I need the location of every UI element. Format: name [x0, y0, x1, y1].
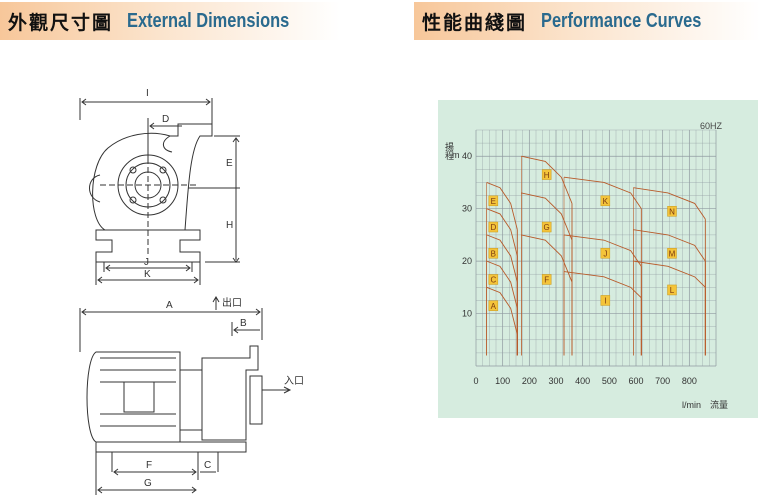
- dimensions-title-en: External Dimensions: [127, 9, 290, 32]
- dim-label-C: C: [204, 460, 211, 471]
- dim-label-H: H: [226, 220, 233, 231]
- x-tick-label: 0: [473, 376, 478, 386]
- chart-ticks: 0 100 200 300 400 500 600 700 800 10 20 30 40: [462, 151, 697, 386]
- curve-badge-N: N: [667, 206, 677, 217]
- y-tick-label: 30: [462, 204, 472, 214]
- chart-badges: A C B D E F G H I J K L M N: [488, 169, 677, 311]
- side-view-pump: [79, 296, 292, 495]
- badge-label: E: [491, 197, 496, 206]
- badge-label: L: [670, 286, 675, 295]
- curve-badge-K: K: [600, 195, 611, 207]
- badge-label: C: [490, 276, 496, 285]
- outlet-label: 出口: [222, 296, 242, 309]
- y-tick-label: 40: [462, 151, 472, 161]
- dim-label-A: A: [166, 300, 173, 311]
- curve-badge-M: M: [667, 247, 677, 259]
- dim-label-J: J: [144, 257, 149, 268]
- curve-badge-I: I: [600, 295, 611, 306]
- curve-badge-J: J: [600, 247, 611, 259]
- x-tick-label: 800: [682, 376, 697, 386]
- curve-badge-H: H: [541, 169, 552, 180]
- dim-label-F: F: [146, 460, 152, 471]
- y-tick-label: 20: [462, 256, 472, 266]
- curve-badge-C: C: [488, 274, 499, 285]
- y-tick-label: 10: [462, 309, 472, 319]
- dim-label-E: E: [226, 158, 233, 169]
- dimensions-title-cn: 外觀尺寸圖: [8, 11, 114, 34]
- x-tick-label: 700: [655, 376, 670, 386]
- performance-header: 性能曲綫圖 Performance Curves: [414, 2, 760, 40]
- badge-label: B: [491, 249, 496, 258]
- curve-badge-F: F: [541, 274, 552, 285]
- inlet-label: 入口: [284, 376, 304, 387]
- x-tick-label: 200: [522, 376, 537, 386]
- dimensions-header: 外觀尺寸圖 External Dimensions: [0, 2, 340, 40]
- x-tick-label: 400: [575, 376, 590, 386]
- badge-label: A: [491, 302, 497, 311]
- badge-label: D: [490, 223, 496, 232]
- frequency-label: 60HZ: [700, 121, 723, 131]
- curve-badge-G: G: [541, 221, 552, 233]
- curve-E: [486, 182, 518, 356]
- curve-badge-B: B: [488, 247, 499, 259]
- curve-K: [563, 176, 642, 356]
- curve-H: [521, 155, 573, 356]
- curve-badge-A: A: [488, 300, 499, 311]
- dimension-drawing: I D E H J K A B F C G 出口 入口: [79, 88, 304, 495]
- x-axis-unit: l/min: [682, 400, 701, 410]
- y-axis-unit: m: [452, 150, 460, 160]
- x-tick-label: 600: [628, 376, 643, 386]
- dim-label-G: G: [144, 478, 152, 489]
- dim-label-I: I: [146, 88, 149, 99]
- performance-title-cn: 性能曲綫圖: [422, 11, 528, 34]
- curve-badge-E: E: [488, 195, 499, 207]
- badge-label: N: [669, 207, 675, 216]
- curve-badge-D: D: [488, 221, 499, 233]
- badge-label: J: [603, 249, 607, 258]
- y-axis-label-cn: 揚程: [443, 141, 454, 161]
- performance-title-en: Performance Curves: [541, 9, 702, 32]
- badge-label: I: [604, 297, 606, 306]
- front-view-pump: [79, 98, 240, 285]
- curve-badge-L: L: [667, 284, 677, 296]
- badge-label: H: [544, 171, 550, 180]
- x-tick-label: 300: [548, 376, 563, 386]
- badge-label: F: [544, 276, 549, 285]
- curve-N: [633, 187, 706, 356]
- badge-label: M: [669, 249, 676, 258]
- badge-label: G: [544, 223, 550, 232]
- chart-curves: [486, 155, 706, 356]
- badge-label: K: [603, 197, 609, 206]
- dim-label-K: K: [144, 269, 151, 280]
- dim-label-D: D: [162, 114, 169, 125]
- dim-label-B: B: [240, 318, 247, 329]
- x-axis-label-cn: 流量: [710, 399, 728, 411]
- performance-chart: A C B D E F G H I J K L M N 0 100 200 300 400 500 600 700 800…: [438, 100, 758, 418]
- x-tick-label: 100: [495, 376, 510, 386]
- chart-panel: [438, 100, 758, 418]
- x-tick-label: 500: [602, 376, 617, 386]
